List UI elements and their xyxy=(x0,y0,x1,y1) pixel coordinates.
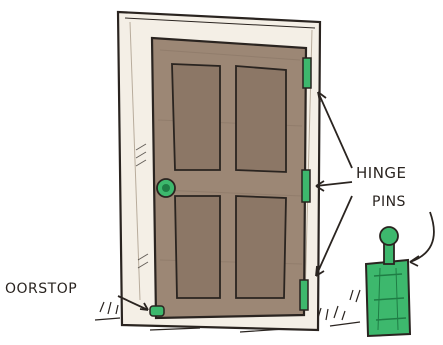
hinge-label-line1: HINGE xyxy=(356,164,407,182)
pin-detail-arrow xyxy=(409,211,435,267)
panel-top-right xyxy=(235,65,287,173)
hinge-label-line2: PINS xyxy=(372,194,406,210)
hinge-arrows xyxy=(315,91,353,277)
hinge-pin-detail-icon xyxy=(364,226,412,338)
floor-sketch xyxy=(94,289,361,333)
panel-top-left xyxy=(171,63,221,171)
hinge-pin-icon xyxy=(301,169,311,203)
door-panels xyxy=(171,63,287,299)
hinge-pins-on-door xyxy=(299,57,312,311)
hinge-pin-icon xyxy=(302,57,312,89)
shading xyxy=(135,143,149,269)
hinge-pin-icon xyxy=(299,279,309,311)
panel-bottom-left xyxy=(174,195,221,299)
panel-bottom-right xyxy=(235,195,287,299)
doorknob-icon xyxy=(156,178,176,198)
doorstop-icon xyxy=(149,305,165,317)
doorstop-arrow xyxy=(117,295,149,311)
doorstop-label: OORSTOP xyxy=(5,281,77,297)
